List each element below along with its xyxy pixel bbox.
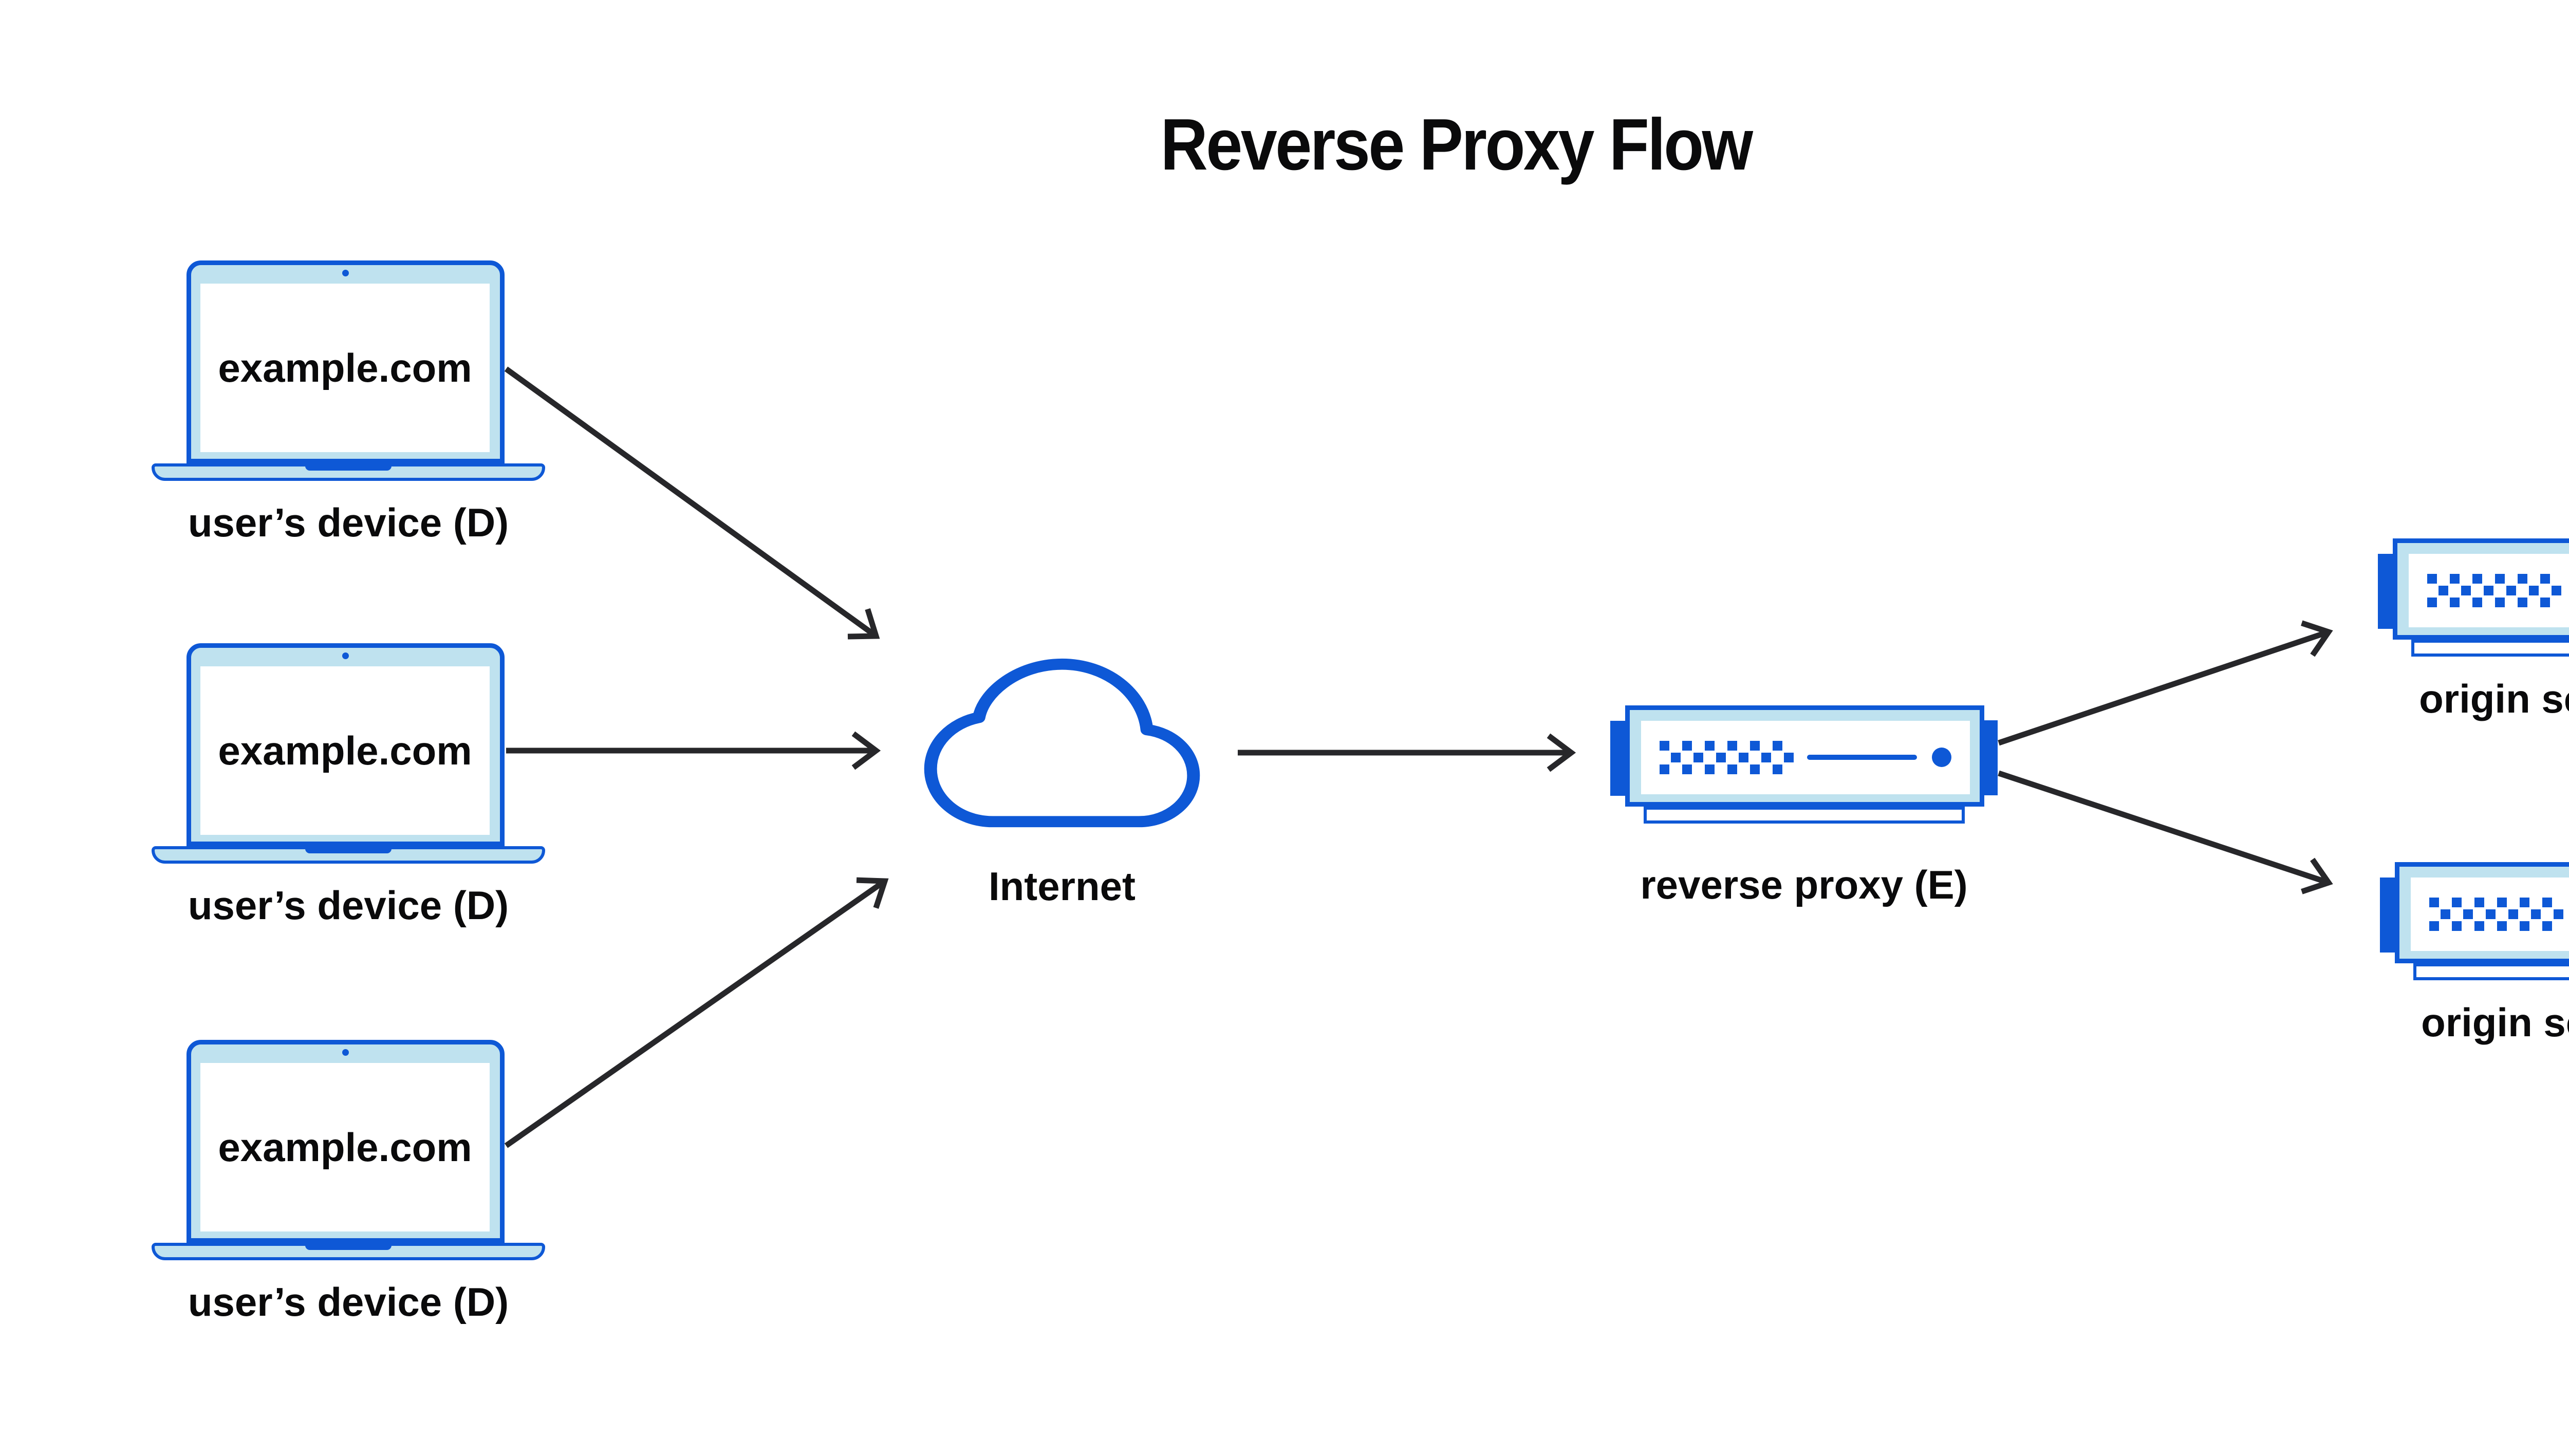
arrow-proxy-to-origin2	[1998, 770, 2333, 894]
internet-cloud-icon	[924, 658, 1200, 828]
laptop-screen: example.com	[200, 666, 490, 835]
reverse-proxy-server	[1610, 705, 1998, 824]
laptop-screen: example.com	[200, 1063, 490, 1231]
origin-server-label: origin server (F)	[2419, 676, 2569, 721]
reverse-proxy-label: reverse proxy (E)	[1640, 862, 1968, 907]
origin-server	[2380, 862, 2569, 980]
user-device-laptop: example.com	[152, 643, 545, 864]
server-base	[1644, 807, 1965, 824]
user-device-laptop: example.com	[152, 1040, 545, 1261]
server-left-tab	[1610, 721, 1626, 796]
server-right-tab	[1982, 720, 1998, 795]
laptop-screen: example.com	[200, 284, 490, 452]
device-caption: user’s device (D)	[188, 500, 509, 545]
laptop-notch	[305, 846, 392, 853]
server-face	[2409, 554, 2569, 627]
server-face-graphic	[2411, 878, 2569, 951]
server-face-graphic	[2409, 554, 2569, 627]
origin-server	[2378, 538, 2569, 657]
server-left-tab	[2378, 554, 2393, 629]
server-face	[1641, 721, 1970, 794]
page-title: Reverse Proxy Flow	[1160, 104, 1753, 185]
screen-url-label: example.com	[218, 345, 472, 390]
server-face	[2411, 878, 2569, 951]
laptop-notch	[305, 1243, 392, 1250]
server-face-graphic	[1641, 721, 1970, 794]
user-device-laptop: example.com	[152, 260, 545, 481]
device-caption: user’s device (D)	[188, 1279, 509, 1324]
arrow-proxy-to-origin1	[1998, 620, 2333, 746]
screen-url-label: example.com	[218, 727, 472, 773]
server-base	[2411, 640, 2569, 657]
device-caption: user’s device (D)	[188, 883, 509, 928]
camera-dot-icon	[342, 1049, 349, 1056]
internet-label: Internet	[988, 864, 1136, 909]
server-base	[2413, 963, 2569, 980]
server-left-tab	[2380, 878, 2395, 953]
laptop-notch	[305, 463, 392, 471]
screen-url-label: example.com	[218, 1124, 472, 1170]
origin-server-label: origin server (F)	[2421, 1000, 2569, 1045]
camera-dot-icon	[342, 270, 349, 276]
camera-dot-icon	[342, 652, 349, 659]
